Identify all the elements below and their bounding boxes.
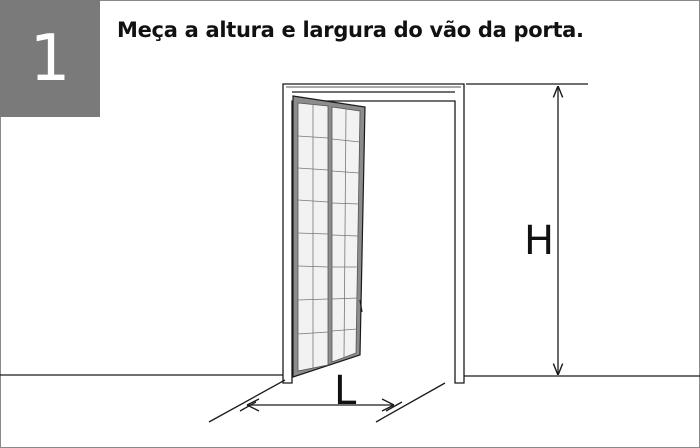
height-label: H: [524, 218, 554, 264]
height-dimension: [466, 83, 588, 374]
instruction-text: Meça a altura e largura do vão da porta.: [117, 18, 584, 42]
door-leaf: [292, 95, 366, 378]
step-number-badge: 1: [0, 0, 100, 117]
floor-line: [0, 374, 700, 377]
step-number: 1: [29, 21, 71, 96]
width-label: L: [334, 368, 357, 414]
width-dimension: [208, 379, 446, 423]
door-handle: [359, 299, 363, 313]
door-frame: [282, 83, 465, 384]
